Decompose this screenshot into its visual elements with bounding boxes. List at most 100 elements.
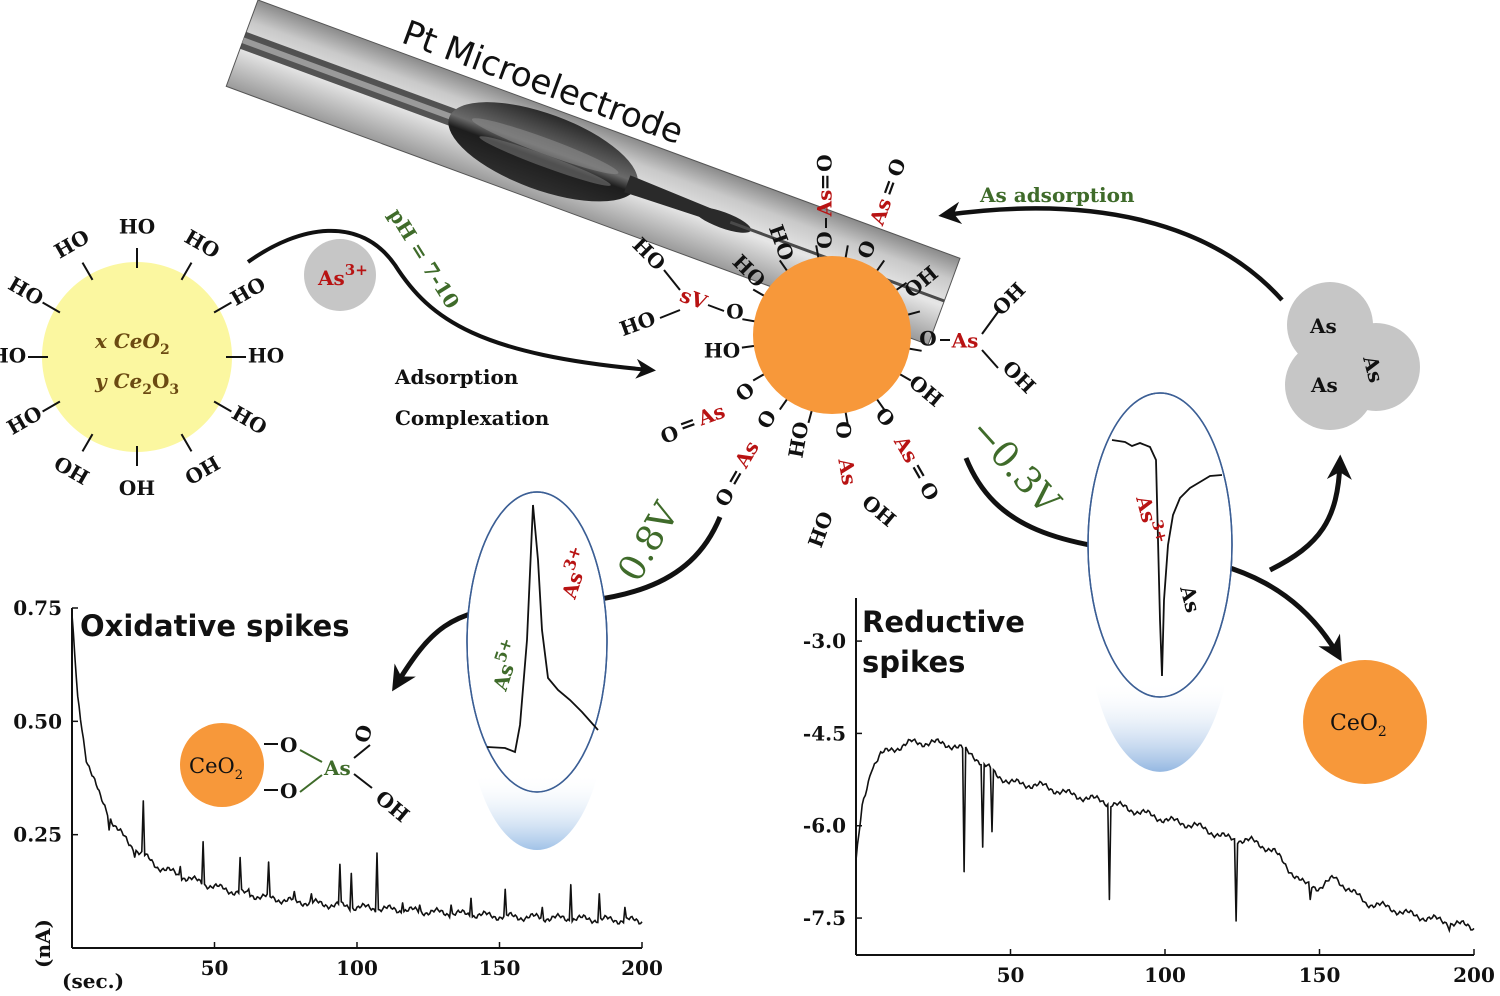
- ph-label: pH = 7-10: [384, 204, 465, 313]
- top-double-bond-1: =: [813, 174, 837, 191]
- spike-point: [402, 902, 404, 904]
- y-tick-label: 0.25: [13, 823, 62, 847]
- product-oxo: O: [350, 722, 378, 745]
- bottom-oxygen: O: [832, 421, 856, 438]
- hydroxyl-label: HO: [50, 225, 93, 264]
- spike-point: [293, 890, 295, 892]
- spike-point: [1448, 929, 1450, 931]
- oxidative-chart-title: Oxidative spikes: [80, 609, 350, 643]
- oxidative-chart-xlabel: (sec.): [62, 969, 124, 993]
- spike-point: [350, 872, 352, 874]
- x-tick-label: 50: [997, 963, 1025, 987]
- oxidative-inset: As3+ As5+: [466, 491, 608, 850]
- right-hydroxyl-2: OH: [998, 356, 1041, 399]
- lr-oxygen: O: [870, 403, 900, 432]
- right-oxygen: O: [919, 327, 936, 351]
- y-tick-label: 0.50: [13, 709, 62, 733]
- x-tick-label: 200: [621, 956, 663, 980]
- y-tick-label: 0.75: [13, 596, 62, 620]
- y-tick-label: -4.5: [803, 721, 846, 745]
- x-tick-label: 150: [1299, 963, 1341, 987]
- spike-point: [963, 871, 965, 873]
- step-adsorption: Adsorption: [394, 365, 519, 389]
- ll-oxygen: O: [731, 377, 760, 407]
- arsenite-ion-label: As3+: [317, 261, 368, 290]
- spike-point: [1235, 920, 1237, 922]
- hydroxyl-label: HO: [228, 401, 271, 440]
- top-oxygen-1: O: [813, 231, 837, 248]
- product-hydroxyl: OH: [371, 785, 414, 827]
- hydroxyl-label: HO: [50, 451, 93, 490]
- arsenic-cluster: As As As: [1285, 282, 1420, 430]
- spike-point: [219, 883, 221, 886]
- spike-point: [1108, 899, 1110, 901]
- product-arsenic: As: [323, 756, 351, 780]
- as-adsorption-arrow: [938, 201, 1284, 302]
- y-tick-label: -7.5: [803, 906, 846, 930]
- x-tick-label: 50: [201, 956, 229, 980]
- x-tick-label: 150: [479, 956, 521, 980]
- arsenite-ion-circle: [304, 239, 376, 311]
- x-tick-label: 100: [1144, 963, 1186, 987]
- pt-microelectrode: [225, 0, 961, 346]
- top-oxo-1: O: [813, 154, 837, 171]
- spike-point: [991, 831, 993, 833]
- bottom-hydroxyl-1: HO: [803, 508, 838, 550]
- x-tick-label: 200: [1453, 963, 1495, 987]
- ll-double-bond: =: [676, 409, 700, 437]
- hydroxyl-lr: OH: [904, 370, 947, 412]
- hydroxyl-bond: [42, 400, 61, 413]
- ll-arsenic: As: [694, 399, 728, 431]
- composition-line-2: y Ce2O3: [94, 369, 179, 398]
- spike-point: [982, 846, 984, 848]
- x-tick-label: 100: [336, 956, 378, 980]
- spike-point: [268, 861, 270, 863]
- step-complexation: Complexation: [395, 406, 550, 430]
- hydroxyl-label: HO: [181, 225, 224, 264]
- reductive-chart-title-1: Reductive: [862, 605, 1025, 639]
- oxidative-chart-ylabel: (nA): [31, 919, 55, 968]
- bottom-arsenic: As: [833, 455, 861, 487]
- oxidative-spikes-chart: Oxidative spikes (nA) (sec.) 50 100 150 200…: [13, 596, 663, 993]
- spike-point: [339, 863, 341, 865]
- spike-point: [419, 904, 421, 906]
- hydroxyl-label: HO: [119, 476, 155, 500]
- hydroxyl-bond: [213, 400, 232, 413]
- hydroxyl-bond: [81, 262, 94, 281]
- spike-point: [239, 856, 241, 858]
- ceria-particle-start: HOHOHOHOHOHOHOHOHOHOHOHO x CeO2 y Ce2O3: [0, 215, 284, 500]
- reductive-inset: As3+ As: [1087, 392, 1233, 772]
- hydroxyl-label: HO: [4, 272, 47, 311]
- series-line: [855, 738, 1475, 934]
- spike-point: [1309, 899, 1311, 901]
- hydroxyl-bond: [180, 262, 193, 281]
- lower-oxygen: O: [752, 406, 781, 433]
- composition-line-1: x CeO2: [94, 329, 170, 358]
- product-ceria-label: CeO2: [189, 754, 243, 783]
- y-tick-label: -3.0: [803, 629, 846, 653]
- top-oxo-2: O: [882, 155, 911, 180]
- spike-point: [248, 888, 250, 890]
- spike-point: [134, 856, 136, 858]
- sv-oxygen: O: [726, 300, 743, 324]
- reductive-branch-arrow: [1268, 454, 1352, 573]
- spike-point: [142, 800, 144, 802]
- y-tick-label: -6.0: [803, 814, 846, 838]
- spike-point: [450, 904, 452, 906]
- hydroxyl-bond: [180, 433, 193, 452]
- hydroxyl-label: HO: [0, 344, 26, 368]
- spike-point: [310, 893, 312, 895]
- series-line: [71, 614, 643, 925]
- hydroxyl-bond: [42, 301, 61, 314]
- sv-center: sV: [677, 283, 711, 315]
- product-oxygen-2: O: [280, 779, 297, 803]
- cluster-atom-2: As: [1310, 373, 1338, 397]
- spike-point: [108, 829, 110, 831]
- hydroxyl-left: HO: [704, 339, 740, 363]
- hydroxyl-label: HO: [3, 401, 46, 440]
- as-adsorption-label: As adsorption: [979, 183, 1135, 207]
- hydroxyl-bottom: HO: [784, 420, 814, 460]
- top-arsenic-2: As: [864, 195, 896, 229]
- top-arsenic-1: As: [813, 190, 837, 218]
